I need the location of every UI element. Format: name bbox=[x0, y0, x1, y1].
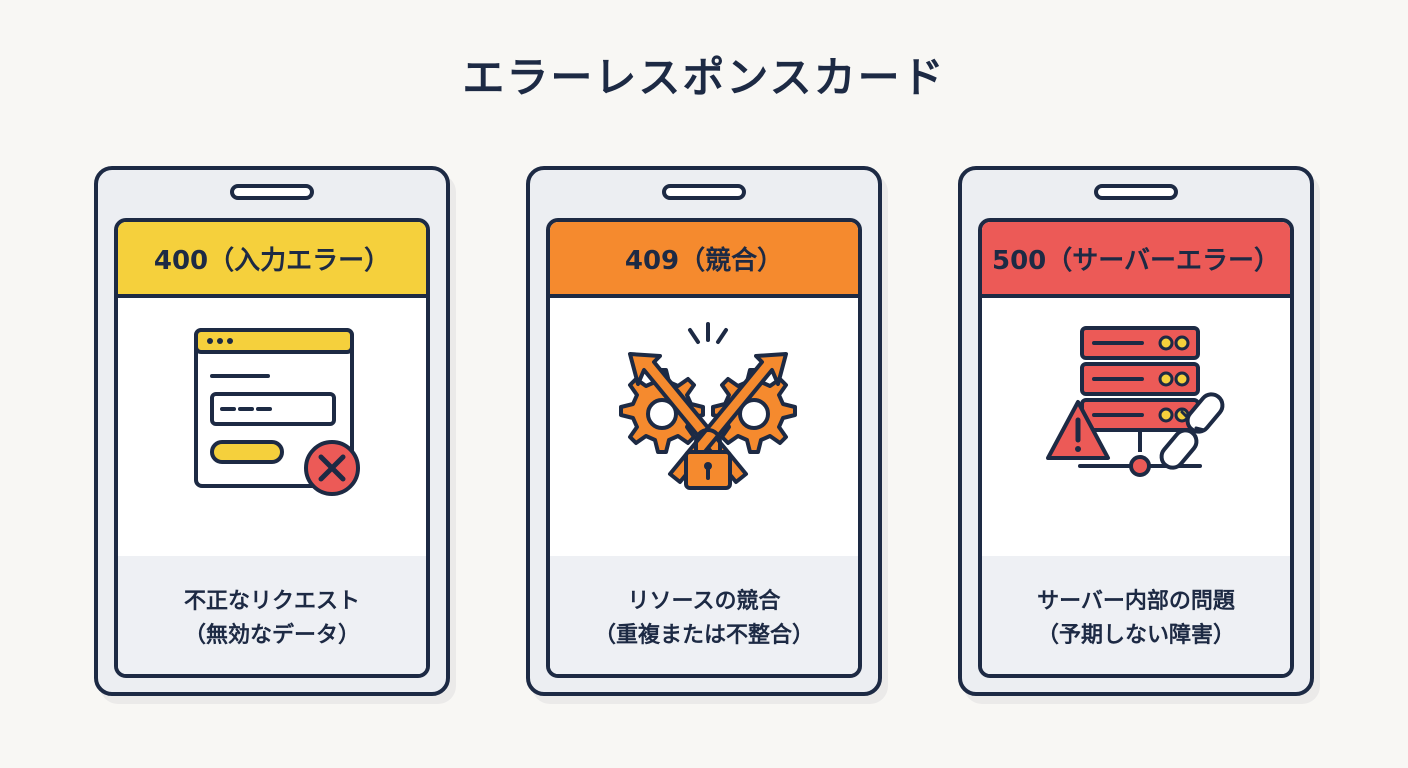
card-header: 409（競合） bbox=[550, 222, 858, 298]
page-title: エラーレスポンスカード bbox=[462, 53, 946, 102]
badge-slot bbox=[230, 184, 314, 200]
card-description: リソースの競合 （重複または不整合） bbox=[550, 556, 858, 674]
description-line-2: （無効なデータ） bbox=[183, 623, 360, 648]
card-inner: 400（入力エラー） 不正なリクエスト bbox=[114, 218, 430, 678]
card-header: 500（サーバーエラー） bbox=[982, 222, 1290, 298]
server-warning-broken-link-icon bbox=[982, 302, 1290, 552]
description-line-2: （予期しない障害） bbox=[1036, 623, 1235, 648]
error-card-409: 409（競合） bbox=[526, 166, 882, 696]
card-inner: 409（競合） bbox=[546, 218, 862, 678]
badge-slot bbox=[662, 184, 746, 200]
description-line-2: （重複または不整合） bbox=[593, 623, 814, 648]
card-inner: 500（サーバーエラー） bbox=[978, 218, 1294, 678]
gear-conflict-lock-icon bbox=[550, 302, 858, 552]
card-description: サーバー内部の問題 （予期しない障害） bbox=[982, 556, 1290, 674]
description-line-1: サーバー内部の問題 bbox=[1037, 589, 1235, 614]
description-line-1: リソースの競合 bbox=[627, 589, 781, 614]
card-description: 不正なリクエスト （無効なデータ） bbox=[118, 556, 426, 674]
card-header: 400（入力エラー） bbox=[118, 222, 426, 298]
error-card-500: 500（サーバーエラー） bbox=[958, 166, 1314, 696]
error-card-400: 400（入力エラー） 不正なリクエスト bbox=[94, 166, 450, 696]
description-line-1: 不正なリクエスト bbox=[183, 589, 360, 614]
form-error-icon bbox=[118, 302, 426, 552]
badge-slot bbox=[1094, 184, 1178, 200]
